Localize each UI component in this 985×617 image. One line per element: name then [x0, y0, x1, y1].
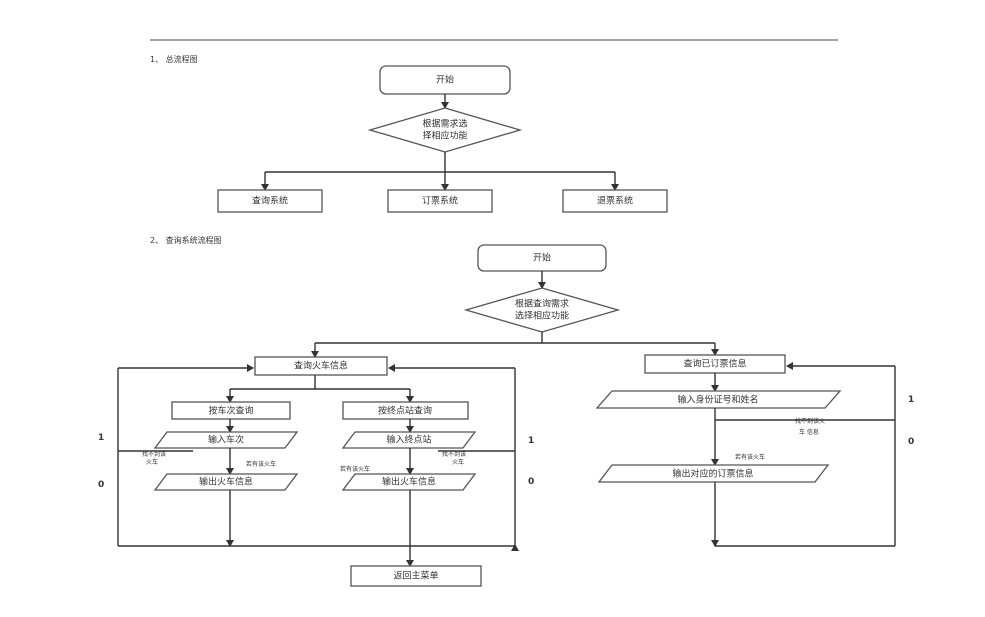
input-id-name-label: 输入身份证号和姓名: [677, 394, 758, 406]
output-booking-label: 输出对应的订票信息: [672, 468, 753, 480]
return-menu-node: [350, 565, 482, 587]
output-train-info-1-node: [153, 473, 299, 491]
by-station-label: 按终点站查询: [378, 405, 432, 417]
label-0-mid: 0: [528, 477, 534, 487]
by-station-node: [342, 401, 469, 420]
output-train-info-2-node: [341, 473, 477, 491]
output-train-info-2-label: 输出火车信息: [382, 476, 436, 488]
return-menu-label: 返回主菜单: [393, 570, 438, 582]
cond-not-found-3: 找不到该火: [795, 417, 825, 425]
input-id-name-node: [595, 390, 842, 409]
by-train-no-label: 按车次查询: [208, 405, 253, 417]
cond-not-found-1: 找不到该: [142, 450, 166, 458]
cond-not-found-3b: 车 信息: [799, 428, 819, 436]
query-decision-label-1: 根据查询需求: [515, 298, 569, 310]
overall-decision-node: [367, 107, 523, 153]
cond-found-2: 若有该火车: [340, 465, 370, 473]
label-1-right: 1: [908, 395, 914, 405]
input-station-label: 输入终点站: [386, 434, 431, 446]
input-station-node: [341, 431, 477, 449]
booking-system-label: 订票系统: [422, 195, 458, 207]
cond-found-3: 若有该火车: [735, 453, 765, 461]
refund-system-label: 退票系统: [597, 195, 633, 207]
query-system-node: [217, 189, 323, 213]
output-booking-node: [597, 464, 830, 483]
overall-start-label: 开始: [436, 74, 454, 86]
label-0-right: 0: [908, 437, 914, 447]
heading-query-flow: 2、 查询系统流程图: [150, 235, 222, 245]
refund-system-node: [562, 189, 668, 213]
label-0-left: 0: [98, 480, 104, 490]
by-train-no-node: [171, 401, 291, 420]
overall-decision-label-1: 根据需求选: [422, 118, 467, 130]
cond-not-found-1b: 火车: [146, 458, 158, 466]
booking-system-node: [387, 189, 493, 213]
cond-found-1: 若有该火车: [246, 460, 276, 468]
query-system-label: 查询系统: [252, 195, 288, 207]
train-info-node: [254, 356, 388, 376]
train-info-label: 查询火车信息: [294, 360, 348, 372]
booked-info-label: 查询已订票信息: [683, 358, 746, 370]
query-start-label: 开始: [533, 252, 551, 264]
input-train-no-node: [153, 431, 299, 449]
cond-not-found-2b: 火车: [452, 458, 464, 466]
query-decision-node: [463, 287, 621, 333]
query-decision-label-2: 选择相应功能: [515, 310, 569, 322]
input-train-no-label: 输入车次: [208, 434, 244, 446]
cond-not-found-2: 找不到该: [442, 450, 466, 458]
heading-overall-flow: 1、 总流程图: [150, 54, 198, 64]
label-1-mid: 1: [528, 436, 534, 446]
label-1-left: 1: [98, 433, 104, 443]
output-train-info-1-label: 输出火车信息: [199, 476, 253, 488]
overall-decision-label-2: 择相应功能: [422, 130, 467, 142]
